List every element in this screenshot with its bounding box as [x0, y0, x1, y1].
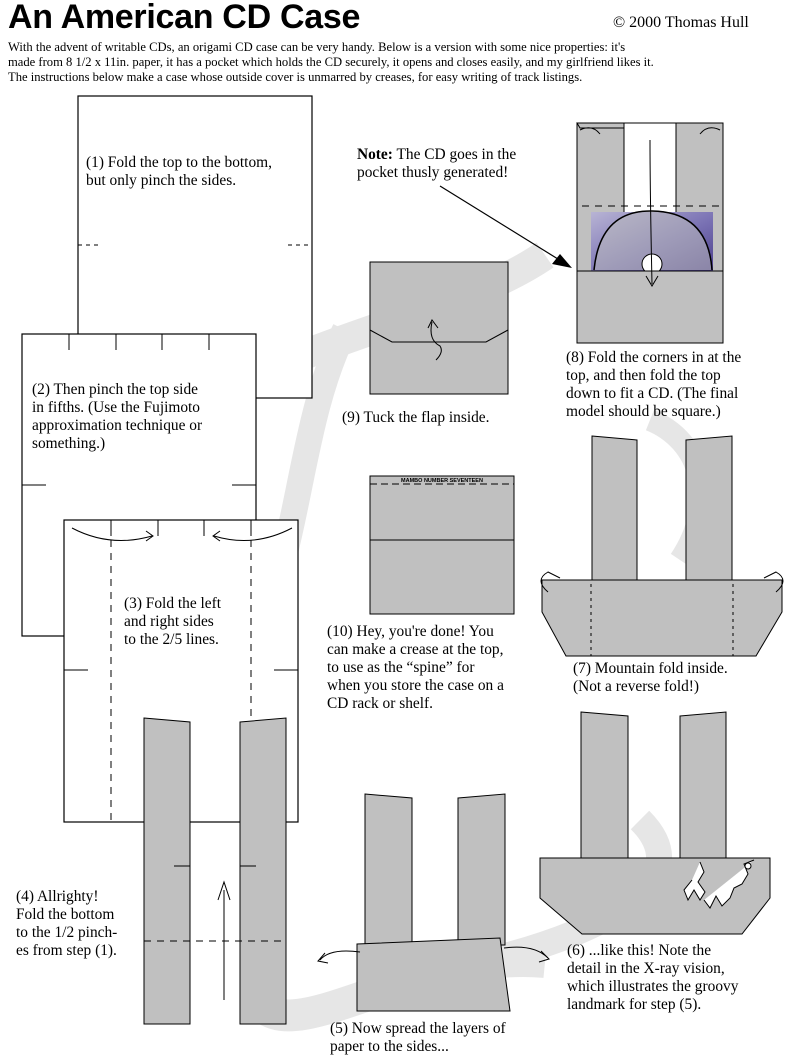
- intro-paragraph: With the advent of writable CDs, an orig…: [8, 40, 797, 85]
- caption-line: to the 1/2 pinch-: [16, 924, 118, 941]
- caption-line: which illustrates the groovy: [567, 978, 739, 995]
- step1-caption: (1) Fold the top to the bottom, but only…: [86, 154, 272, 190]
- step8-model: [576, 122, 724, 344]
- caption-line: (Not a reverse fold!): [573, 678, 700, 695]
- caption-line: but only pinch the sides.: [86, 172, 237, 189]
- step3-caption: (3) Fold the left and right sides to the…: [124, 595, 221, 649]
- caption-line: Fold the bottom: [16, 906, 115, 923]
- step4-caption: (4) Allrighty! Fold the bottom to the 1/…: [16, 888, 117, 960]
- caption-line: model should be square.): [566, 403, 721, 420]
- step6-model: [539, 711, 771, 935]
- caption-line: (10) Hey, you're done! You: [327, 623, 494, 640]
- caption-line: and right sides: [124, 613, 214, 630]
- caption-line: (5) Now spread the layers of: [330, 1020, 506, 1037]
- step5-model: [317, 793, 550, 1012]
- step10-caption: (10) Hey, you're done! You can make a cr…: [327, 623, 504, 713]
- caption-line: (6) ...like this! Note the: [567, 942, 712, 959]
- caption-line: paper to the sides...: [330, 1038, 449, 1055]
- step9-caption: (9) Tuck the flap inside.: [342, 409, 489, 427]
- caption-line: detail in the X-ray vision,: [567, 960, 725, 977]
- caption-line: es from step (1).: [16, 942, 117, 959]
- step10-model: MAMBO NUMBER SEVENTEEN: [369, 475, 515, 615]
- caption-line: (9) Tuck the flap inside.: [342, 409, 490, 426]
- caption-line: something.): [32, 435, 106, 452]
- note-text: The CD goes in the: [392, 146, 517, 163]
- note-arrow: [439, 185, 572, 268]
- note-caption: Note: The CD goes in the pocket thusly g…: [357, 146, 516, 182]
- note-label: Note:: [357, 146, 393, 163]
- caption-line: top, and then fold the top: [566, 367, 721, 384]
- note-text-2: pocket thusly generated!: [357, 164, 509, 181]
- caption-line: (8) Fold the corners in at the: [566, 349, 742, 366]
- step4-model: [143, 717, 287, 1025]
- caption-line: can make a crease at the top,: [327, 641, 504, 658]
- caption-line: (2) Then pinch the top side: [32, 381, 198, 398]
- intro-line: The instructions below make a case whose…: [8, 70, 583, 84]
- caption-line: (1) Fold the top to the bottom,: [86, 154, 272, 171]
- caption-line: to the 2/5 lines.: [124, 631, 219, 648]
- caption-line: landmark for step (5).: [567, 996, 702, 1013]
- page-title: An American CD Case: [8, 0, 361, 36]
- caption-line: (3) Fold the left: [124, 595, 222, 612]
- caption-line: (4) Allrighty!: [16, 888, 99, 905]
- copyright-notice: © 2000 Thomas Hull: [613, 14, 749, 31]
- step7-model: [540, 435, 784, 657]
- step9-model: [369, 261, 509, 395]
- caption-line: CD rack or shelf.: [327, 695, 433, 712]
- spine-label: MAMBO NUMBER SEVENTEEN: [401, 478, 483, 484]
- intro-line: With the advent of writable CDs, an orig…: [8, 40, 626, 54]
- step8-caption: (8) Fold the corners in at the top, and …: [566, 349, 741, 421]
- caption-line: (7) Mountain fold inside.: [573, 660, 728, 677]
- intro-line: made from 8 1/2 x 11in. paper, it has a …: [8, 55, 654, 69]
- step2-caption: (2) Then pinch the top side in fifths. (…: [32, 381, 202, 453]
- step7-caption: (7) Mountain fold inside. (Not a reverse…: [573, 660, 728, 696]
- caption-line: down to fit a CD. (The final: [566, 385, 739, 402]
- caption-line: in fifths. (Use the Fujimoto: [32, 399, 201, 416]
- caption-line: approximation technique or: [32, 417, 203, 434]
- caption-line: when you store the case on a: [327, 677, 504, 694]
- caption-line: to use as the “spine” for: [327, 659, 475, 676]
- step6-caption: (6) ...like this! Note the detail in the…: [567, 942, 738, 1014]
- step5-caption: (5) Now spread the layers of paper to th…: [330, 1020, 506, 1056]
